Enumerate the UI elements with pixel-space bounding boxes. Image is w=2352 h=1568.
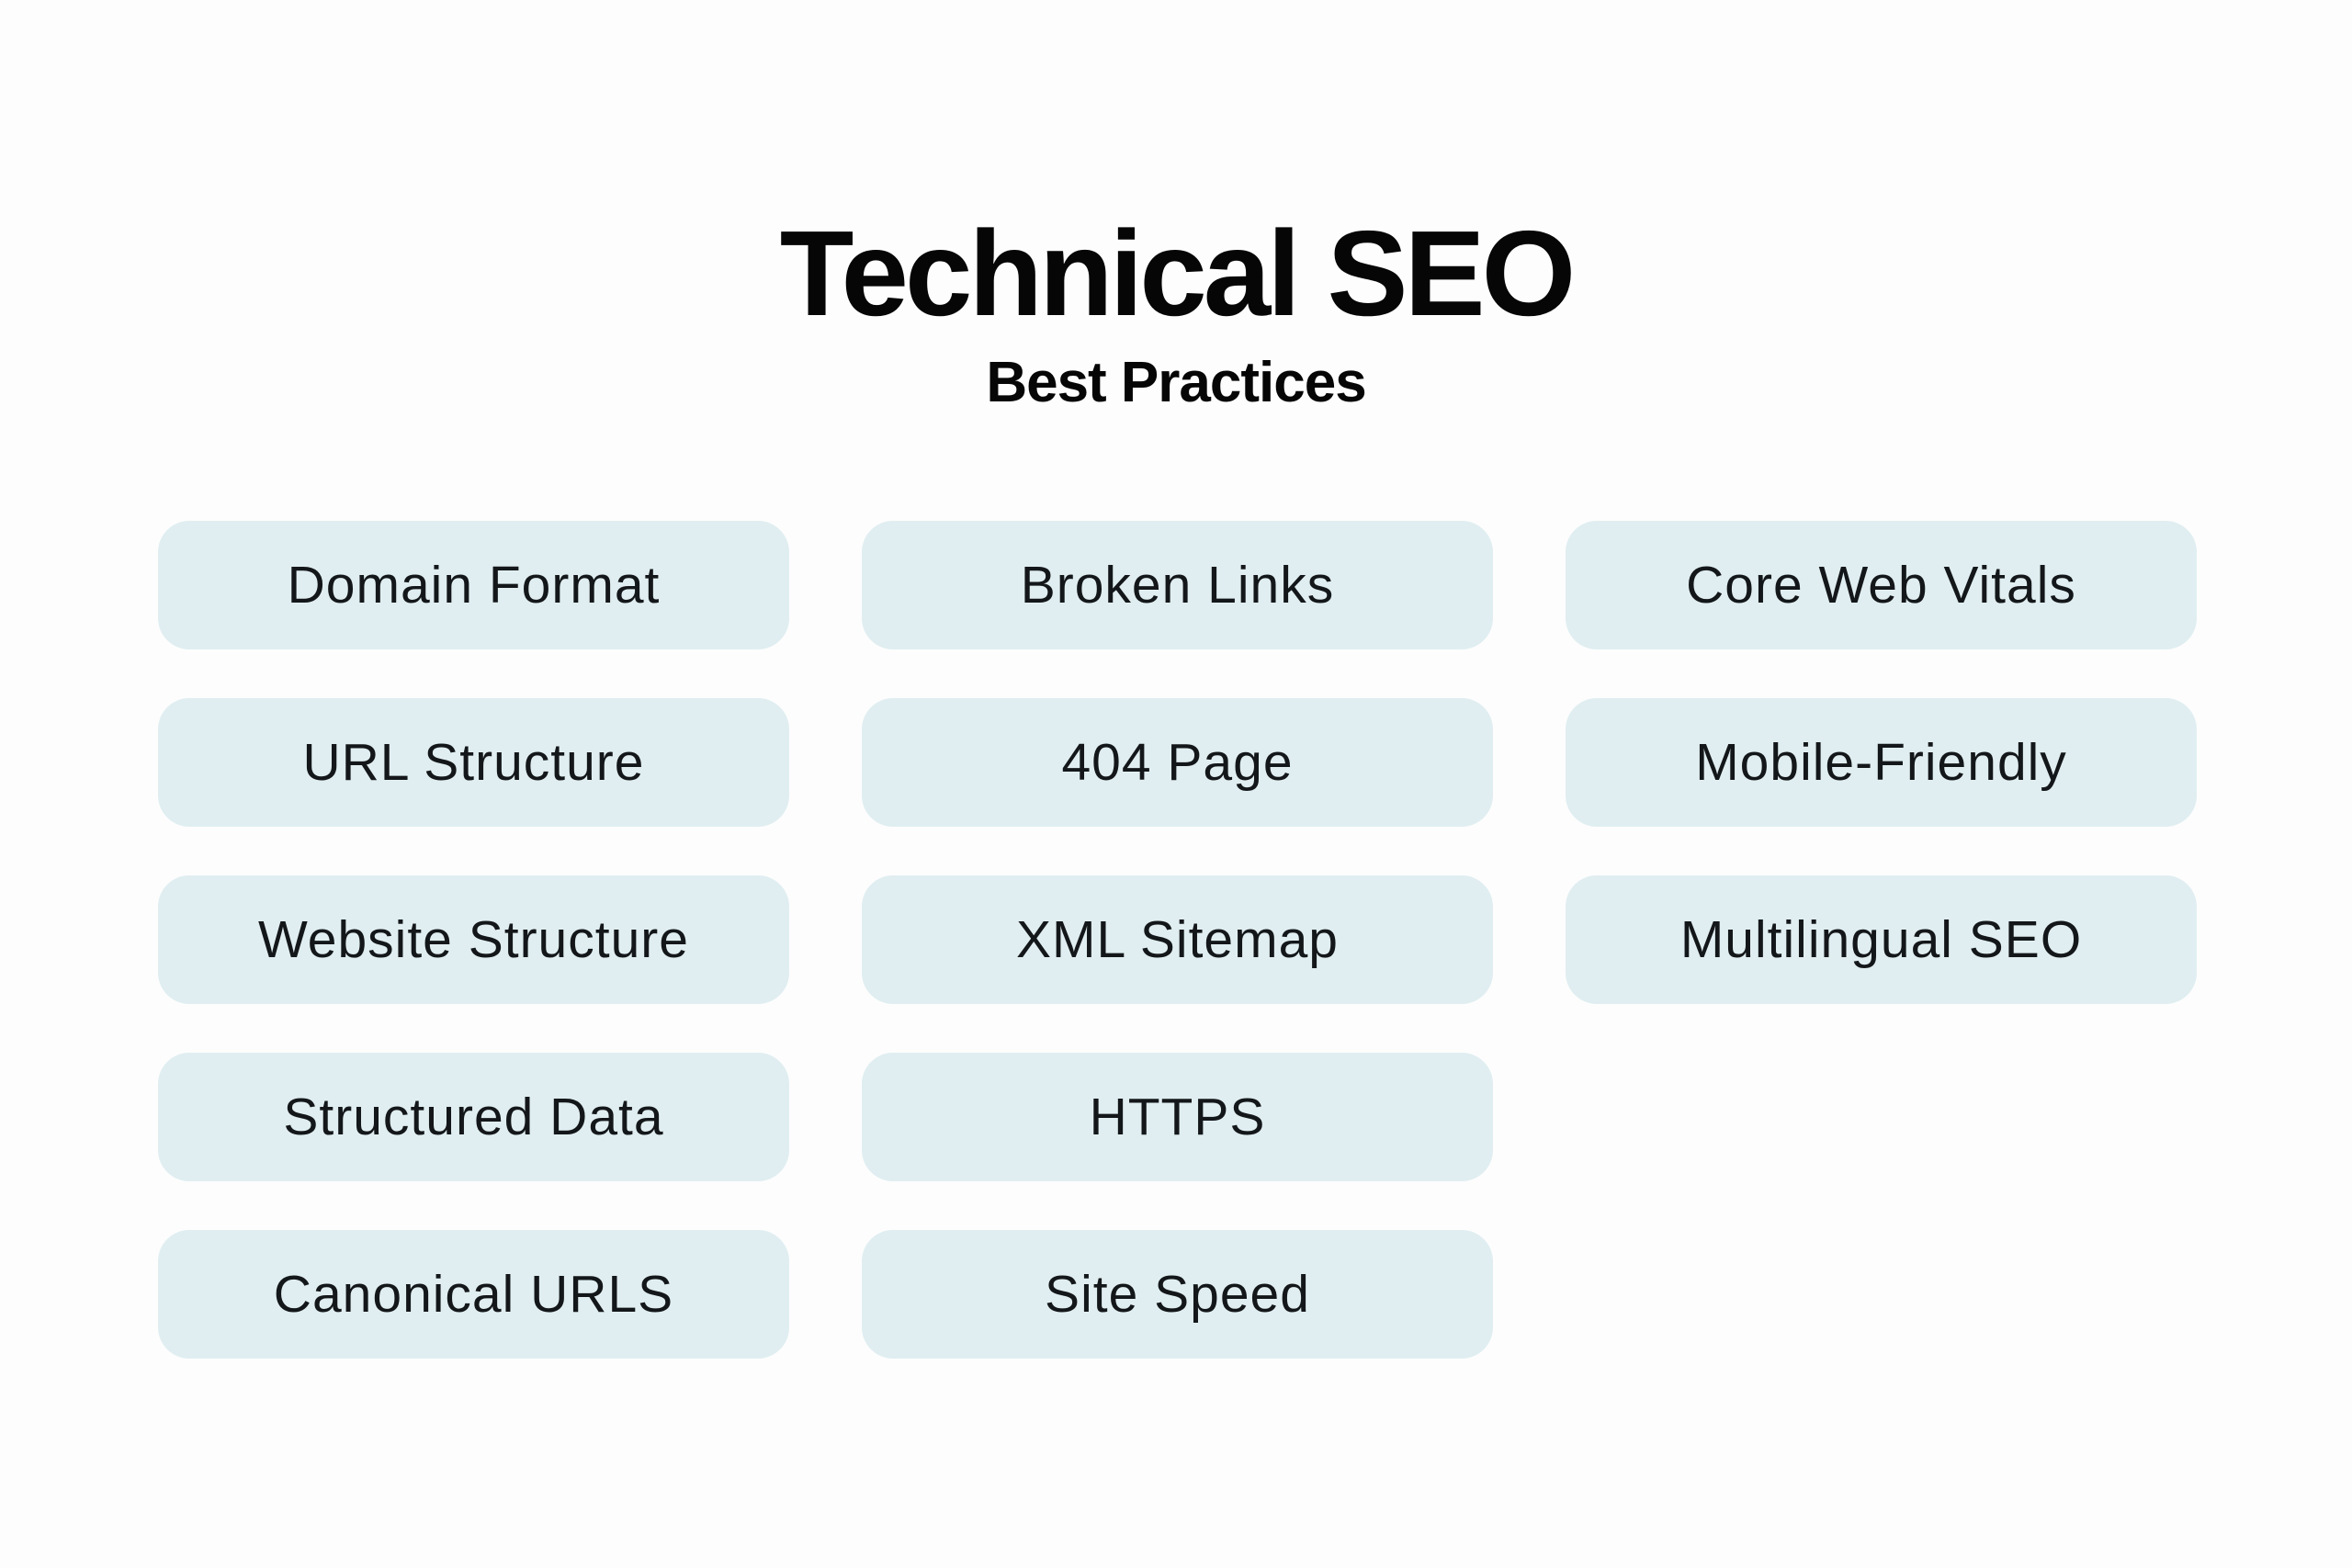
pill-broken-links: Broken Links [862,521,1493,649]
page-subtitle: Best Practices [986,351,1366,414]
pill-xml-sitemap: XML Sitemap [862,875,1493,1004]
pill-canonical-urls: Canonical URLS [158,1230,789,1359]
pill-https: HTTPS [862,1053,1493,1181]
pill-multilingual-seo: Multilingual SEO [1566,875,2197,1004]
pill-grid: Domain Format Broken Links Core Web Vita… [158,521,2197,1359]
pill-site-speed: Site Speed [862,1230,1493,1359]
pill-structured-data: Structured Data [158,1053,789,1181]
pill-website-structure: Website Structure [158,875,789,1004]
pill-core-web-vitals: Core Web Vitals [1566,521,2197,649]
page-title: Technical SEO [779,206,1577,341]
pill-404-page: 404 Page [862,698,1493,827]
pill-mobile-friendly: Mobile-Friendly [1566,698,2197,827]
pill-url-structure: URL Structure [158,698,789,827]
pill-domain-format: Domain Format [158,521,789,649]
